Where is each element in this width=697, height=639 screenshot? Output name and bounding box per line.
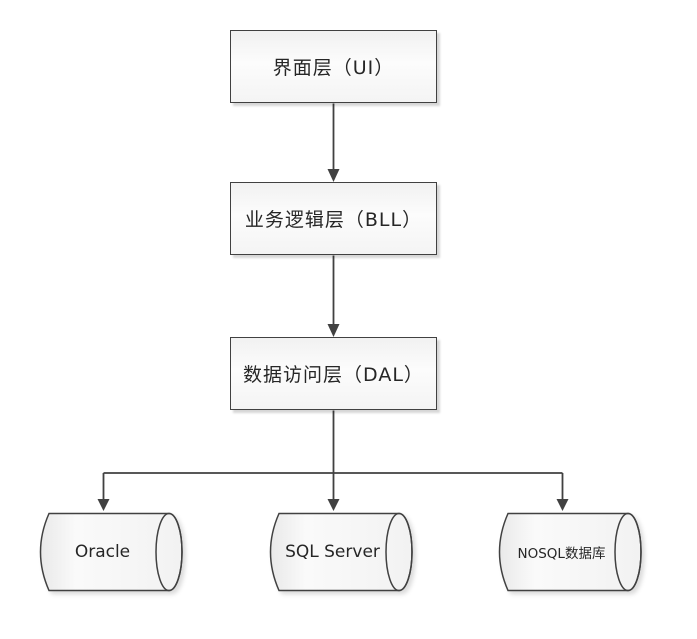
dal-layer-label: 数据访问层（DAL） [243, 364, 424, 386]
arrowhead-to-bll [327, 169, 340, 182]
dal-to-databases-tree-line [102, 410, 564, 500]
arrowhead-to-sqlserver [327, 499, 340, 511]
arrowhead-to-oracle [97, 499, 110, 511]
node-database-sqlserver: SQL Server [267, 512, 413, 592]
node-database-oracle: Oracle [37, 512, 183, 592]
node-bll-layer: 业务逻辑层（BLL） [230, 182, 437, 255]
bll-layer-label: 业务逻辑层（BLL） [244, 209, 423, 231]
arrowhead-to-dal [327, 324, 340, 337]
arrowhead-to-nosql [556, 499, 569, 511]
nosql-label: NOSQL数据库 [517, 546, 606, 562]
node-dal-layer: 数据访问层（DAL） [230, 337, 437, 410]
node-database-nosql: NOSQL数据库 [496, 512, 642, 592]
ui-layer-label: 界面层（UI） [272, 57, 395, 79]
sqlserver-label: SQL Server [285, 542, 380, 562]
database-cylinder-icon [39, 512, 183, 592]
node-ui-layer: 界面层（UI） [230, 30, 437, 103]
oracle-label: Oracle [74, 542, 131, 562]
database-cylinder-icon [498, 512, 642, 592]
database-cylinder-icon [269, 512, 413, 592]
